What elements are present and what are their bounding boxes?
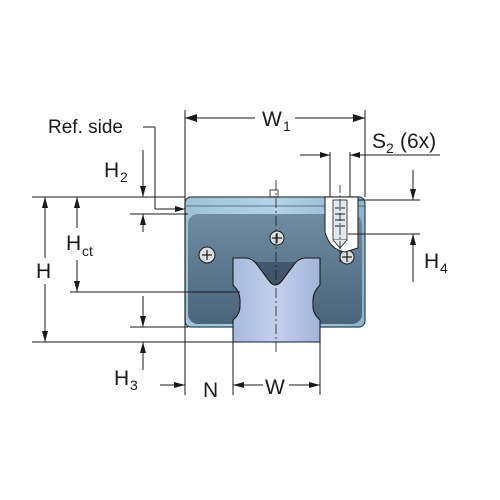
h4-subscript: 4 bbox=[440, 260, 448, 276]
hct-label: H bbox=[66, 232, 81, 255]
h2-subscript: 2 bbox=[120, 169, 128, 185]
phillips-screw-icon bbox=[269, 230, 285, 246]
w1-subscript: 1 bbox=[283, 118, 291, 134]
dimension-h4: H 4 bbox=[410, 170, 448, 282]
dimension-hct: H ct bbox=[63, 197, 105, 292]
h-label: H bbox=[36, 260, 51, 283]
w1-label: W bbox=[262, 108, 282, 131]
tapped-hole-section bbox=[324, 196, 359, 253]
h3-subscript: 3 bbox=[130, 377, 138, 393]
dimension-w1: W 1 bbox=[185, 104, 365, 134]
ref-side-callout: Ref. side bbox=[48, 117, 185, 212]
rail bbox=[232, 257, 321, 343]
extension-lines bbox=[32, 110, 420, 395]
w-label: W bbox=[265, 376, 285, 399]
s2-label: S bbox=[372, 130, 386, 153]
dimension-w: W bbox=[233, 372, 320, 399]
center-lines bbox=[275, 180, 341, 355]
ref-side-label: Ref. side bbox=[48, 117, 123, 138]
dimension-h2: H 2 bbox=[104, 150, 146, 232]
h4-label: H bbox=[424, 250, 439, 273]
s2-count: (6x) bbox=[400, 130, 436, 153]
top-hole-mark bbox=[269, 189, 279, 198]
rail-profile bbox=[232, 257, 321, 343]
s2-subscript: 2 bbox=[386, 140, 394, 156]
phillips-screw-icon bbox=[339, 249, 355, 265]
hct-subscript: ct bbox=[82, 243, 93, 259]
h3-label: H bbox=[114, 367, 129, 390]
phillips-screw-icon bbox=[198, 246, 216, 264]
h2-label: H bbox=[104, 159, 119, 182]
dimension-s2: S 2 (6x) bbox=[300, 130, 440, 197]
dimension-h3: H 3 bbox=[114, 296, 146, 393]
n-label: N bbox=[203, 379, 218, 402]
dimension-n: N bbox=[160, 379, 258, 402]
dimension-h: H bbox=[34, 197, 56, 342]
